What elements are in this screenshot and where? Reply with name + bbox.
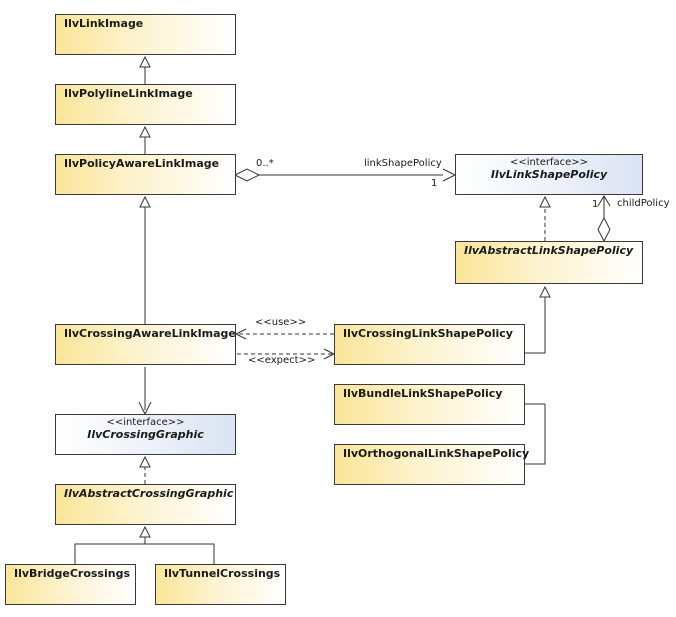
class-name: IlvAbstractCrossingGraphic [64,487,234,500]
stereotype-use-label: <<use>> [255,317,307,328]
interface-name: IlvCrossingGraphic [87,428,204,441]
role-childpolicy-label: childPolicy [617,198,670,209]
class-name: IlvBundleLinkShapePolicy [343,387,503,400]
class-ilvorthogonallinkshapepolicy[interactable]: IlvOrthogonalLinkShapePolicy [334,444,530,485]
arrow-childpolicy [597,195,611,207]
triangle-policyaware [139,195,151,208]
arrow-use [234,328,247,340]
triangle-abstractpolicy [539,285,551,298]
class-name: IlvCrossingLinkShapePolicy [343,327,513,340]
class-ilvpolicyawarelinkimage[interactable]: IlvPolicyAwareLinkImage [55,154,236,195]
class-name: IlvPolicyAwareLinkImage [64,157,220,170]
class-name: IlvPolylineLinkImage [64,87,193,100]
class-ilvcrossingawarelinkimage[interactable]: IlvCrossingAwareLinkImage [55,324,236,365]
stereotype-label: <<interface>> [106,417,185,428]
class-ilvpolylinelinkimage[interactable]: IlvPolylineLinkImage [55,84,236,125]
diamond-abstractpolicy [597,216,611,243]
triangle-crossinggraphic [139,455,151,468]
arrow-linkshapepolicy [442,168,457,182]
class-name: IlvBridgeCrossings [14,567,130,580]
role-linkshapepolicy-label: linkShapePolicy [364,158,442,169]
child-multiplicity-label: 1 [592,199,599,210]
inherit-bridge-tunnel-tree [74,543,215,564]
diamond-policyaware [233,168,261,182]
inherit-orthogonal-branch [525,404,546,465]
class-ilvtunnelcrossings[interactable]: IlvTunnelCrossings [155,564,286,605]
class-ilvbundlelinkshapepolicy[interactable]: IlvBundleLinkShapePolicy [334,384,525,425]
stereotype-expect-label: <<expect>> [248,355,316,366]
class-ilvabstractlinkshapepolicy[interactable]: IlvAbstractLinkShapePolicy [455,241,643,284]
class-ilvbridgecrossings[interactable]: IlvBridgeCrossings [5,564,136,605]
triangle-linkshapepolicy [539,195,551,208]
multiplicity-one-label: 1 [431,178,438,189]
triangle-abstractcrossing [139,525,151,538]
interface-ilvcrossinggraphic[interactable]: <<interface>> IlvCrossingGraphic [55,414,236,455]
inherit-policy-tree [525,297,546,354]
interface-name: IlvLinkShapePolicy [490,168,608,181]
class-name: IlvLinkImage [64,17,144,30]
class-name: IlvAbstractLinkShapePolicy [464,244,634,257]
triangle-polyline [139,125,151,138]
class-ilvlinkimage[interactable]: IlvLinkImage [55,14,236,55]
class-name: IlvCrossingAwareLinkImage [64,327,236,340]
class-ilvabstractcrossinggraphic[interactable]: IlvAbstractCrossingGraphic [55,484,236,525]
multiplicity-many-label: 0..* [256,158,274,169]
class-name: IlvTunnelCrossings [164,567,281,580]
stereotype-label: <<interface>> [509,157,589,168]
interface-ilvlinkshapepolicy[interactable]: <<interface>> IlvLinkShapePolicy [455,154,643,195]
class-ilvcrossinglinkshapepolicy[interactable]: IlvCrossingLinkShapePolicy [334,324,525,365]
triangle-linkimage [139,55,151,68]
class-name: IlvOrthogonalLinkShapePolicy [343,447,530,460]
